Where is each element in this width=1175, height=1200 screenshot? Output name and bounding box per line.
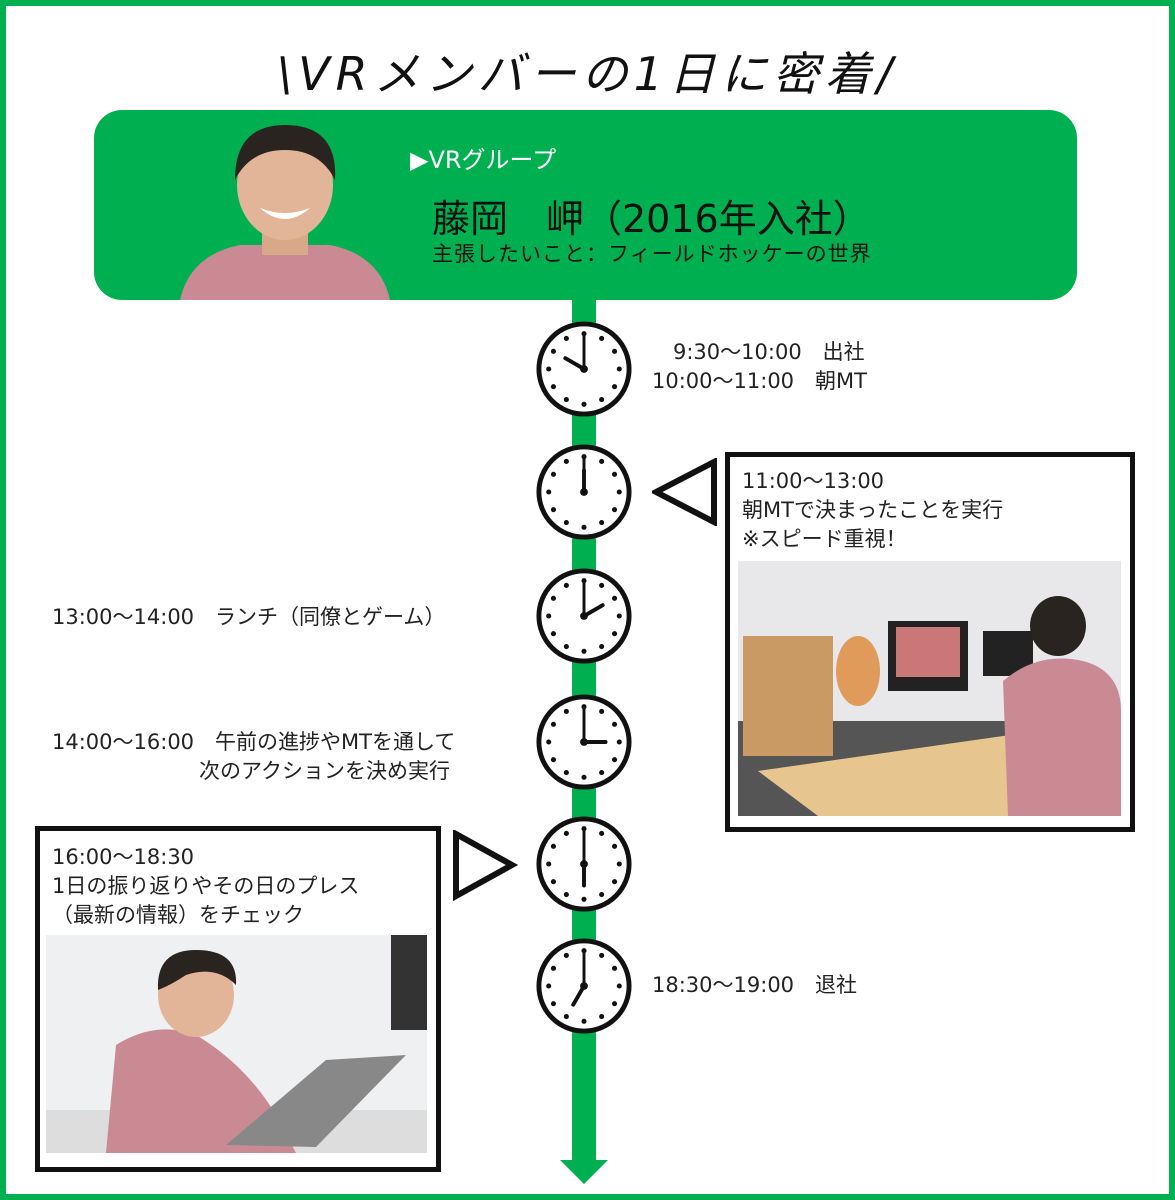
clock-icon	[536, 694, 632, 790]
schedule-entry-4: 14:00〜16:00 午前の進捗やMTを通して 次のアクションを決め実行	[52, 730, 456, 783]
timeline-arrow-icon	[560, 1160, 608, 1184]
pointer-left-icon	[652, 458, 717, 526]
schedule-entry-3: 13:00〜14:00 ランチ（同僚とゲーム）	[52, 605, 446, 629]
profile-photo	[180, 125, 390, 300]
work-photo-vr	[738, 561, 1121, 816]
clock-icon	[536, 444, 632, 540]
schedule-entry-6: 18:30〜19:00 退社	[652, 973, 858, 997]
member-claim: 主張したいこと：フィールドホッケーの世界	[432, 242, 872, 266]
clock-icon	[536, 816, 632, 912]
clock-icon	[536, 568, 632, 664]
page-title: \VRメンバーの1日に密着/	[276, 47, 899, 101]
clock-icon	[536, 938, 632, 1034]
group-label: ▶VRグループ	[410, 146, 557, 174]
member-name: 藤岡 岬（2016年入社）	[432, 197, 871, 241]
pointer-right-icon	[453, 830, 518, 902]
work-photo-laptop	[46, 935, 427, 1153]
clock-icon	[536, 321, 632, 417]
